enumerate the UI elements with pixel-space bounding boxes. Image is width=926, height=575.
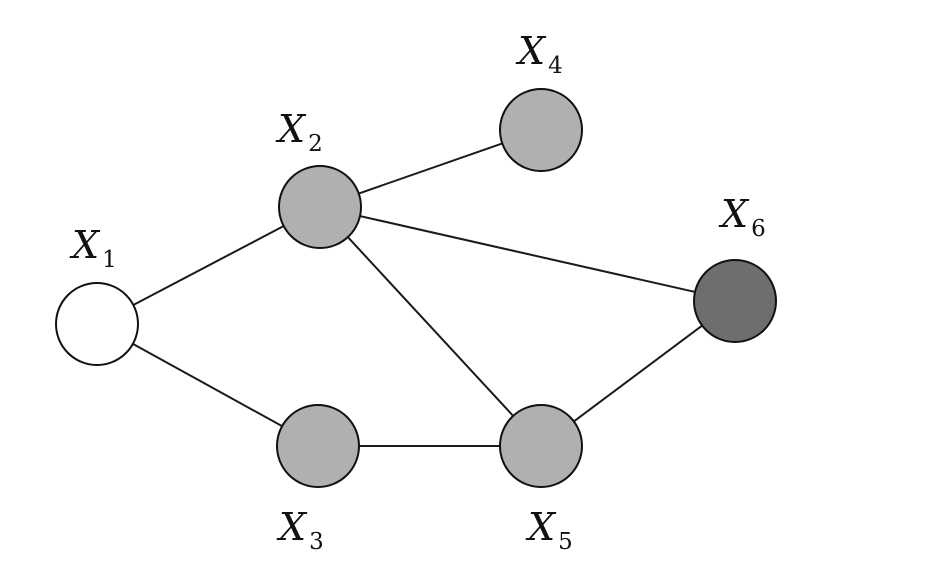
label-x3-index: 3 <box>309 529 324 555</box>
edges-layer <box>132 142 703 447</box>
edge-x1-x2 <box>132 225 285 306</box>
edge-x1-x3 <box>132 342 283 428</box>
label-x4-letter: X <box>515 29 547 73</box>
label-x2-index: 2 <box>308 131 323 157</box>
edge-x2-x6 <box>359 215 696 293</box>
label-x2-letter: X <box>275 107 307 151</box>
label-x6-letter: X <box>718 192 750 236</box>
node-x3 <box>276 404 360 488</box>
nodes-layer <box>55 88 777 488</box>
label-x3-letter: X <box>276 505 308 549</box>
label-x6-index: 6 <box>751 216 766 242</box>
node-x4 <box>499 88 583 172</box>
label-x4-index: 4 <box>548 53 563 79</box>
edge-x2-x5 <box>347 236 514 417</box>
node-x2 <box>278 165 362 249</box>
label-x5-index: 5 <box>558 529 573 555</box>
edge-x2-x4 <box>358 142 503 195</box>
label-x5-letter: X <box>525 505 557 549</box>
label-x1-letter: X <box>69 223 101 267</box>
node-x5 <box>499 404 583 488</box>
node-x1 <box>55 282 139 366</box>
label-x1-index: 1 <box>102 247 117 273</box>
node-x6 <box>693 259 777 343</box>
edge-x5-x6 <box>573 324 703 423</box>
